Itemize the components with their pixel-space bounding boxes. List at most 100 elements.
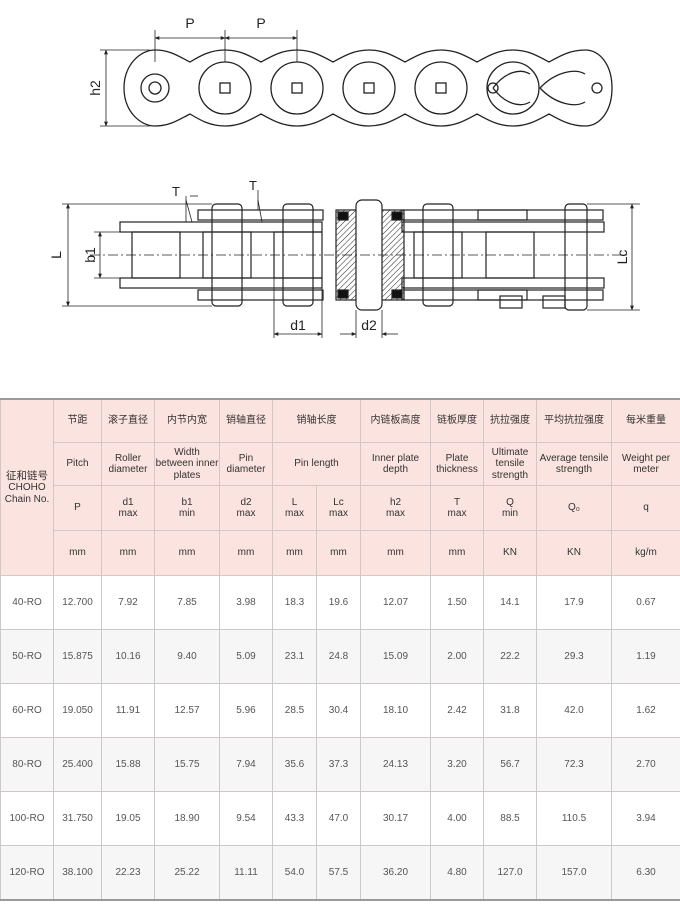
inner-width-header-zh: 内节内宽 bbox=[154, 398, 220, 443]
t-label-left: T bbox=[172, 184, 180, 199]
plate-depth-header-zh: 内链板高度 bbox=[360, 398, 431, 443]
roller-header-en: Roller diameter bbox=[101, 442, 155, 486]
table-header: 征和链号 CHOHO Chain No. 节距 滚子直径 内节内宽 销轴直径 销… bbox=[0, 398, 680, 576]
table-cell: 7.94 bbox=[219, 737, 273, 792]
pitch-symbol: P bbox=[53, 485, 102, 531]
plate-depth-symbol: h2 max bbox=[360, 485, 431, 531]
table-cell: 12.700 bbox=[53, 575, 102, 630]
pitch-unit: mm bbox=[53, 530, 102, 576]
model-header-en: Chain No. bbox=[4, 493, 50, 505]
chain-no-cell: 80-RO bbox=[0, 737, 54, 792]
table-cell: 38.100 bbox=[53, 845, 102, 901]
pin-length-lc-symbol: Lc max bbox=[316, 485, 361, 531]
lc-label: Lc bbox=[614, 250, 630, 265]
chain-no-cell: 100-RO bbox=[0, 791, 54, 846]
table-cell: 23.1 bbox=[272, 629, 317, 684]
table-cell: 1.62 bbox=[611, 683, 680, 738]
chain-spec-table: 征和链号 CHOHO Chain No. 节距 滚子直径 内节内宽 销轴直径 销… bbox=[0, 398, 680, 901]
table-row: 120-RO 38.100 22.23 25.22 11.11 54.0 57.… bbox=[0, 845, 680, 901]
roller-header-zh: 滚子直径 bbox=[101, 398, 155, 443]
table-cell: 18.10 bbox=[360, 683, 431, 738]
avg-tensile-unit: KN bbox=[536, 530, 612, 576]
inner-width-unit: mm bbox=[154, 530, 220, 576]
inner-width-symbol: b1 min bbox=[154, 485, 220, 531]
table-cell: 30.17 bbox=[360, 791, 431, 846]
table-cell: 19.6 bbox=[316, 575, 361, 630]
table-cell: 10.16 bbox=[101, 629, 155, 684]
table-cell: 2.00 bbox=[430, 629, 484, 684]
table-cell: 29.3 bbox=[536, 629, 612, 684]
table-cell: 3.94 bbox=[611, 791, 680, 846]
chain-side-view bbox=[123, 49, 613, 127]
plate-thickness-header-en: Plate thickness bbox=[430, 442, 484, 486]
table-row: 80-RO 25.400 15.88 15.75 7.94 35.6 37.3 … bbox=[0, 737, 680, 792]
avg-tensile-header-en: Average tensile strength bbox=[536, 442, 612, 486]
table-cell: 12.57 bbox=[154, 683, 220, 738]
table-cell: 56.7 bbox=[483, 737, 537, 792]
weight-header-en: Weight per meter bbox=[611, 442, 680, 486]
table-row: 60-RO 19.050 11.91 12.57 5.96 28.5 30.4 … bbox=[0, 683, 680, 738]
pin-length-l-unit: mm bbox=[272, 530, 317, 576]
tensile-unit: KN bbox=[483, 530, 537, 576]
table-cell: 5.09 bbox=[219, 629, 273, 684]
table-cell: 25.22 bbox=[154, 845, 220, 901]
tensile-header-en: Ultimate tensile strength bbox=[483, 442, 537, 486]
t-label-right: T bbox=[249, 178, 257, 193]
table-cell: 157.0 bbox=[536, 845, 612, 901]
table-cell: 2.70 bbox=[611, 737, 680, 792]
d1-label: d1 bbox=[290, 317, 306, 333]
model-column-header: 征和链号 CHOHO Chain No. bbox=[0, 398, 54, 576]
pin-diameter-header-zh: 销轴直径 bbox=[219, 398, 273, 443]
table-cell: 24.13 bbox=[360, 737, 431, 792]
table-cell: 11.91 bbox=[101, 683, 155, 738]
table-cell: 0.67 bbox=[611, 575, 680, 630]
table-cell: 25.400 bbox=[53, 737, 102, 792]
tensile-header-zh: 抗拉强度 bbox=[483, 398, 537, 443]
d2-label: d2 bbox=[361, 317, 377, 333]
table-cell: 22.23 bbox=[101, 845, 155, 901]
table-body: 40-RO 12.700 7.92 7.85 3.98 18.3 19.6 12… bbox=[0, 575, 680, 901]
table-cell: 12.07 bbox=[360, 575, 431, 630]
pin-length-l-symbol: L max bbox=[272, 485, 317, 531]
table-cell: 4.00 bbox=[430, 791, 484, 846]
tensile-symbol: Q min bbox=[483, 485, 537, 531]
roller-symbol: d1 max bbox=[101, 485, 155, 531]
avg-tensile-header-zh: 平均抗拉强度 bbox=[536, 398, 612, 443]
table-row: 50-RO 15.875 10.16 9.40 5.09 23.1 24.8 1… bbox=[0, 629, 680, 684]
table-cell: 110.5 bbox=[536, 791, 612, 846]
pitch-label-right: P bbox=[256, 15, 265, 31]
pitch-header-zh: 节距 bbox=[53, 398, 102, 443]
table-cell: 15.875 bbox=[53, 629, 102, 684]
top-view-dimensions bbox=[62, 190, 640, 338]
pin-diameter-unit: mm bbox=[219, 530, 273, 576]
table-cell: 17.9 bbox=[536, 575, 612, 630]
plate-thickness-header-zh: 链板厚度 bbox=[430, 398, 484, 443]
table-cell: 2.42 bbox=[430, 683, 484, 738]
roller-unit: mm bbox=[101, 530, 155, 576]
plate-depth-header-en: Inner plate depth bbox=[360, 442, 431, 486]
table-cell: 19.050 bbox=[53, 683, 102, 738]
table-cell: 18.3 bbox=[272, 575, 317, 630]
table-cell: 3.20 bbox=[430, 737, 484, 792]
table-row: 100-RO 31.750 19.05 18.90 9.54 43.3 47.0… bbox=[0, 791, 680, 846]
table-cell: 31.750 bbox=[53, 791, 102, 846]
table-cell: 42.0 bbox=[536, 683, 612, 738]
table-row: 40-RO 12.700 7.92 7.85 3.98 18.3 19.6 12… bbox=[0, 575, 680, 630]
weight-unit: kg/m bbox=[611, 530, 680, 576]
table-cell: 11.11 bbox=[219, 845, 273, 901]
table-cell: 28.5 bbox=[272, 683, 317, 738]
table-cell: 24.8 bbox=[316, 629, 361, 684]
pin-length-header-zh: 销轴长度 bbox=[272, 398, 361, 443]
table-cell: 1.50 bbox=[430, 575, 484, 630]
table-cell: 19.05 bbox=[101, 791, 155, 846]
l-label: L bbox=[48, 251, 64, 259]
table-cell: 57.5 bbox=[316, 845, 361, 901]
table-cell: 31.8 bbox=[483, 683, 537, 738]
table-cell: 6.30 bbox=[611, 845, 680, 901]
chain-no-cell: 40-RO bbox=[0, 575, 54, 630]
table-cell: 37.3 bbox=[316, 737, 361, 792]
table-cell: 88.5 bbox=[483, 791, 537, 846]
model-header-brand: CHOHO bbox=[8, 482, 46, 494]
table-cell: 7.85 bbox=[154, 575, 220, 630]
table-cell: 35.6 bbox=[272, 737, 317, 792]
